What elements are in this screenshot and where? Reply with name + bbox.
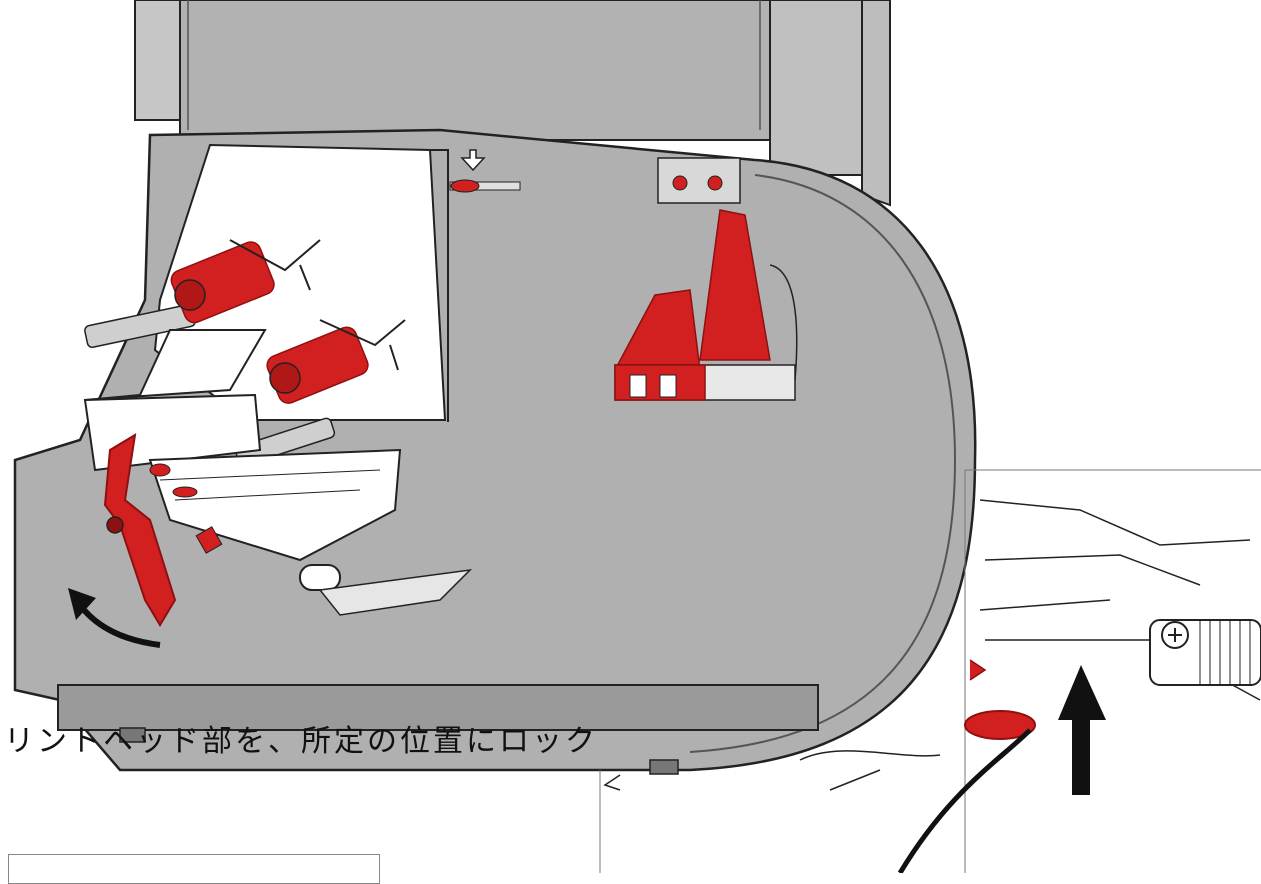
rotation-arrow-icon	[68, 588, 161, 648]
next-figure-frame	[8, 854, 380, 884]
red-lever-fragment	[147, 855, 159, 875]
lock-indicator	[449, 149, 521, 193]
lock-detail-inset	[599, 469, 1261, 873]
top-cover	[134, 0, 891, 207]
printhead-assembly	[83, 329, 473, 616]
ribbon-spindle-upper	[84, 239, 321, 349]
media-guide	[613, 209, 798, 401]
ribbon-spindle-lower	[234, 319, 406, 467]
top-bracket	[657, 157, 741, 204]
instruction-caption: リントヘッド部を、所定の位置にロック	[4, 724, 598, 759]
printhead-lever	[103, 433, 177, 627]
platen-roller	[1149, 619, 1261, 686]
lift-arrow-icon	[1058, 665, 1106, 795]
